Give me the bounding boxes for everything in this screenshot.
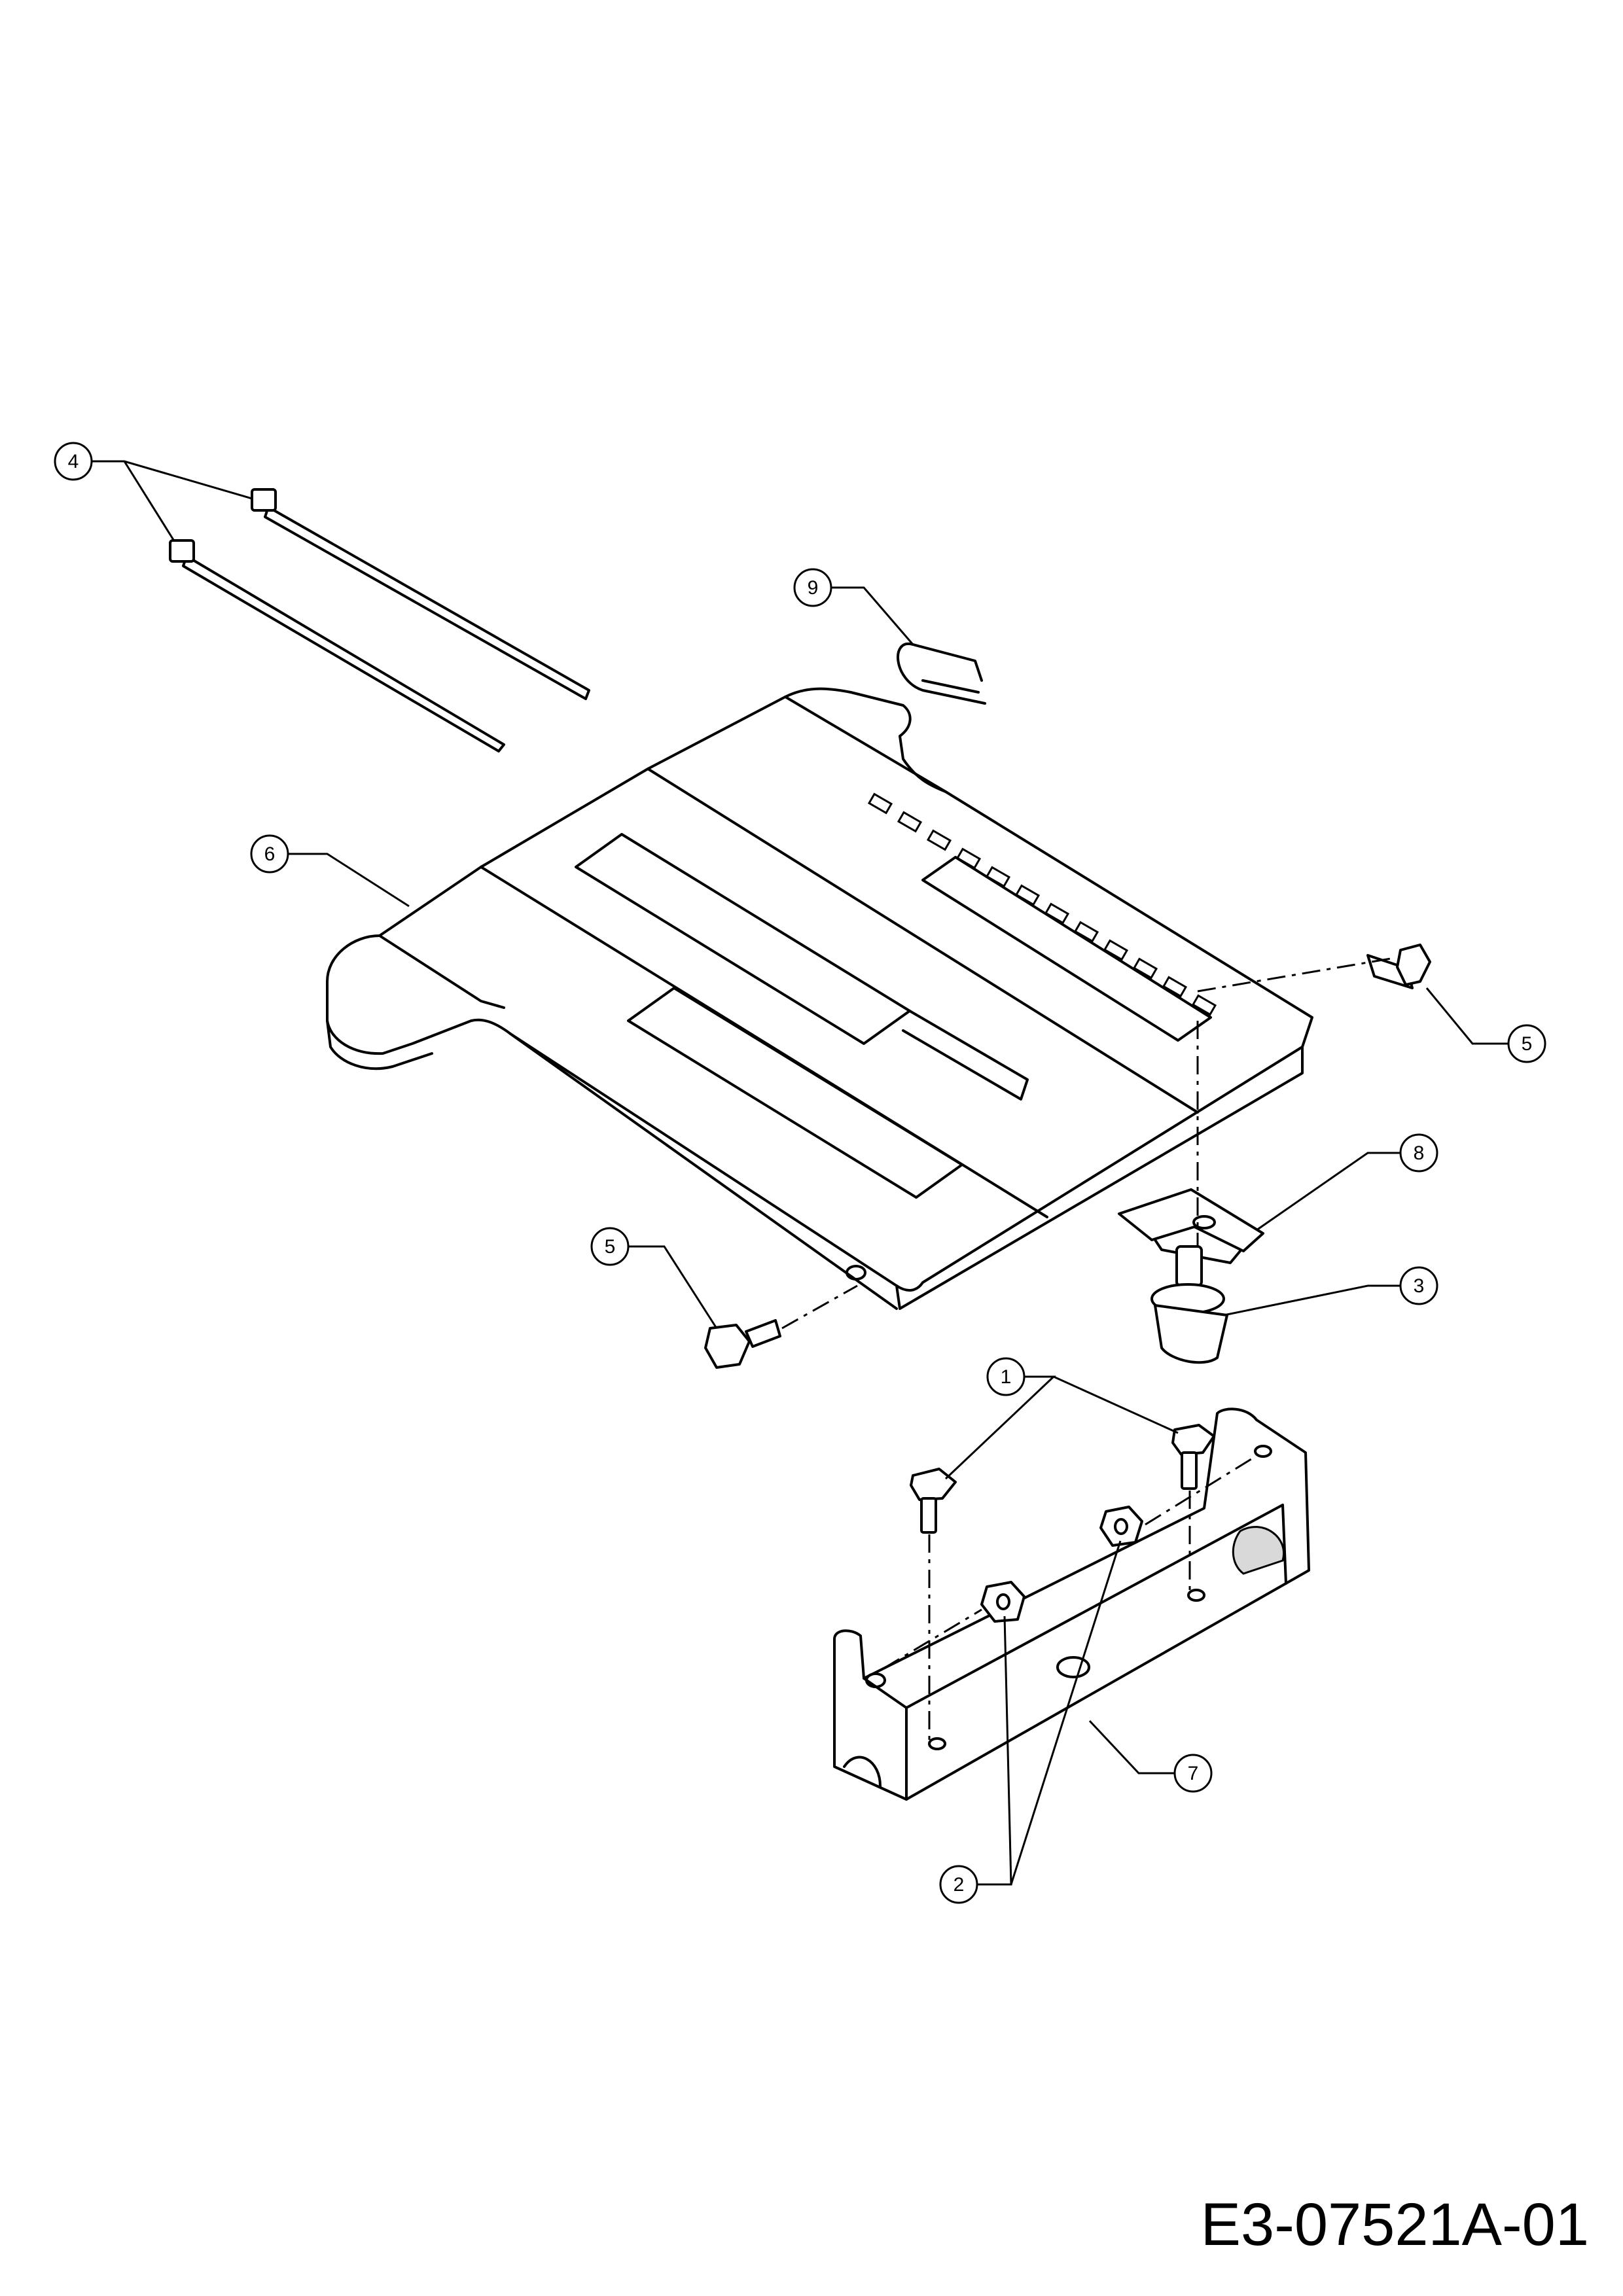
cable-tie-upper	[251, 488, 590, 700]
callout-9: 9	[793, 568, 832, 607]
callout-2: 2	[939, 1865, 978, 1904]
callout-3: 3	[1399, 1266, 1438, 1305]
svg-text:5: 5	[1522, 1033, 1533, 1055]
svg-text:4: 4	[68, 451, 79, 472]
drawing-number: E3-07521A-01	[1200, 2191, 1589, 2258]
svg-text:5: 5	[605, 1236, 616, 1258]
nut-left	[980, 1581, 1026, 1623]
callout-5-left: 5	[590, 1227, 630, 1266]
svg-text:3: 3	[1414, 1275, 1425, 1297]
callout-4: 4	[54, 442, 93, 481]
callout-6: 6	[250, 834, 289, 874]
screw-left	[910, 1468, 957, 1534]
seat-plate	[326, 687, 1313, 1310]
assembly-centerlines	[781, 957, 1391, 1740]
svg-text:1: 1	[1001, 1366, 1012, 1388]
leader-lines	[92, 460, 1508, 1886]
svg-text:6: 6	[264, 843, 276, 865]
screw-right	[1171, 1424, 1215, 1490]
svg-text:8: 8	[1414, 1142, 1425, 1164]
nut-right	[1099, 1506, 1143, 1547]
bolt-left	[704, 1319, 781, 1369]
bolt-right	[1366, 944, 1431, 989]
callout-1: 1	[986, 1357, 1026, 1396]
spring-clip	[897, 642, 986, 705]
knob	[1150, 1245, 1228, 1364]
callout-7: 7	[1173, 1754, 1213, 1793]
lower-bracket	[833, 1407, 1310, 1801]
callout-5-right: 5	[1507, 1024, 1546, 1063]
callout-8: 8	[1399, 1133, 1438, 1173]
svg-text:9: 9	[808, 577, 819, 599]
cable-tie-lower	[169, 539, 505, 752]
svg-text:2: 2	[954, 1874, 965, 1896]
svg-text:7: 7	[1188, 1763, 1199, 1784]
